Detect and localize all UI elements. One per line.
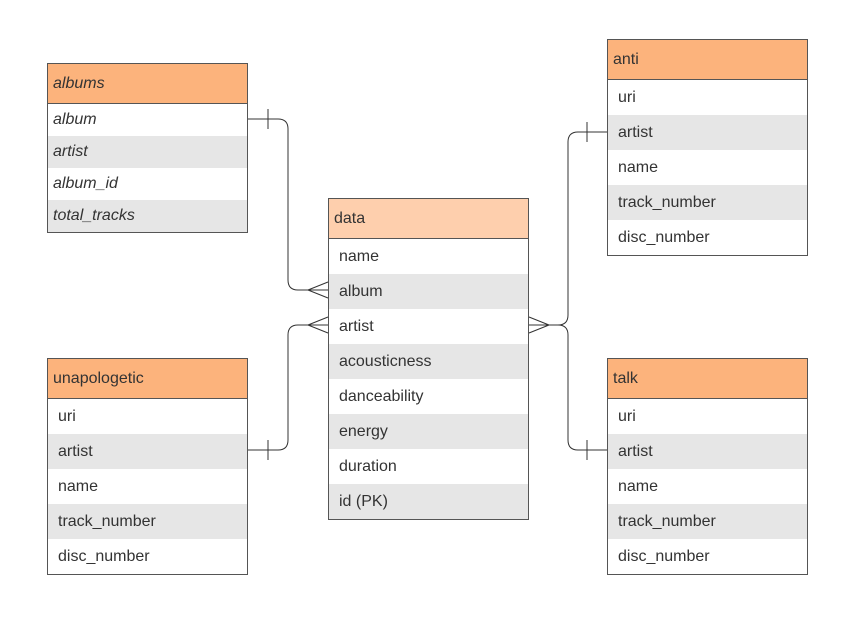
field-artist: artist bbox=[608, 434, 807, 469]
field-album: album bbox=[329, 274, 528, 309]
field-track-number: track_number bbox=[608, 185, 807, 220]
field-disc-number: disc_number bbox=[618, 229, 710, 246]
field-danceability: danceability bbox=[339, 388, 424, 405]
field-name: name bbox=[618, 478, 659, 495]
field-album: album bbox=[53, 111, 97, 128]
field-disc-number: disc_number bbox=[618, 548, 710, 565]
field-duration: duration bbox=[339, 458, 397, 475]
field-artist: artist bbox=[48, 434, 247, 469]
field-total-tracks: total_tracks bbox=[48, 200, 247, 232]
connector-albums-data bbox=[248, 118, 328, 291]
table-header-unapologetic: unapologetic bbox=[48, 359, 247, 399]
connector-unapologetic-data bbox=[248, 324, 328, 451]
field-name: name bbox=[618, 159, 659, 176]
table-header-data: data bbox=[329, 199, 528, 239]
table-albums[interactable]: albums album artist album_id total_track… bbox=[47, 63, 248, 233]
field-uri: uri bbox=[58, 408, 76, 425]
connector-anti-data bbox=[529, 131, 607, 326]
many-marker-data-artist-left bbox=[307, 316, 329, 334]
table-anti[interactable]: anti uri artist name track_number disc_n… bbox=[607, 39, 808, 256]
field-name: name bbox=[339, 248, 380, 265]
table-header-albums: albums bbox=[48, 64, 247, 104]
many-marker-data-artist-right bbox=[528, 316, 550, 334]
field-acousticness: acousticness bbox=[329, 344, 528, 379]
table-data[interactable]: data name album artist acousticness danc… bbox=[328, 198, 529, 520]
table-unapologetic[interactable]: unapologetic uri artist name track_numbe… bbox=[47, 358, 248, 575]
field-id-pk: id (PK) bbox=[329, 484, 528, 519]
field-disc-number: disc_number bbox=[58, 548, 150, 565]
field-artist: artist bbox=[48, 136, 247, 168]
field-name: name bbox=[58, 478, 99, 495]
field-track-number: track_number bbox=[48, 504, 247, 539]
field-album-id: album_id bbox=[53, 175, 118, 192]
field-artist: artist bbox=[339, 318, 374, 335]
table-header-anti: anti bbox=[608, 40, 807, 80]
field-uri: uri bbox=[618, 89, 636, 106]
many-marker-data-album bbox=[307, 281, 329, 299]
field-artist: artist bbox=[608, 115, 807, 150]
field-uri: uri bbox=[618, 408, 636, 425]
field-energy: energy bbox=[329, 414, 528, 449]
table-talk[interactable]: talk uri artist name track_number disc_n… bbox=[607, 358, 808, 575]
field-track-number: track_number bbox=[608, 504, 807, 539]
connector-talk-data bbox=[557, 324, 607, 451]
table-header-talk: talk bbox=[608, 359, 807, 399]
